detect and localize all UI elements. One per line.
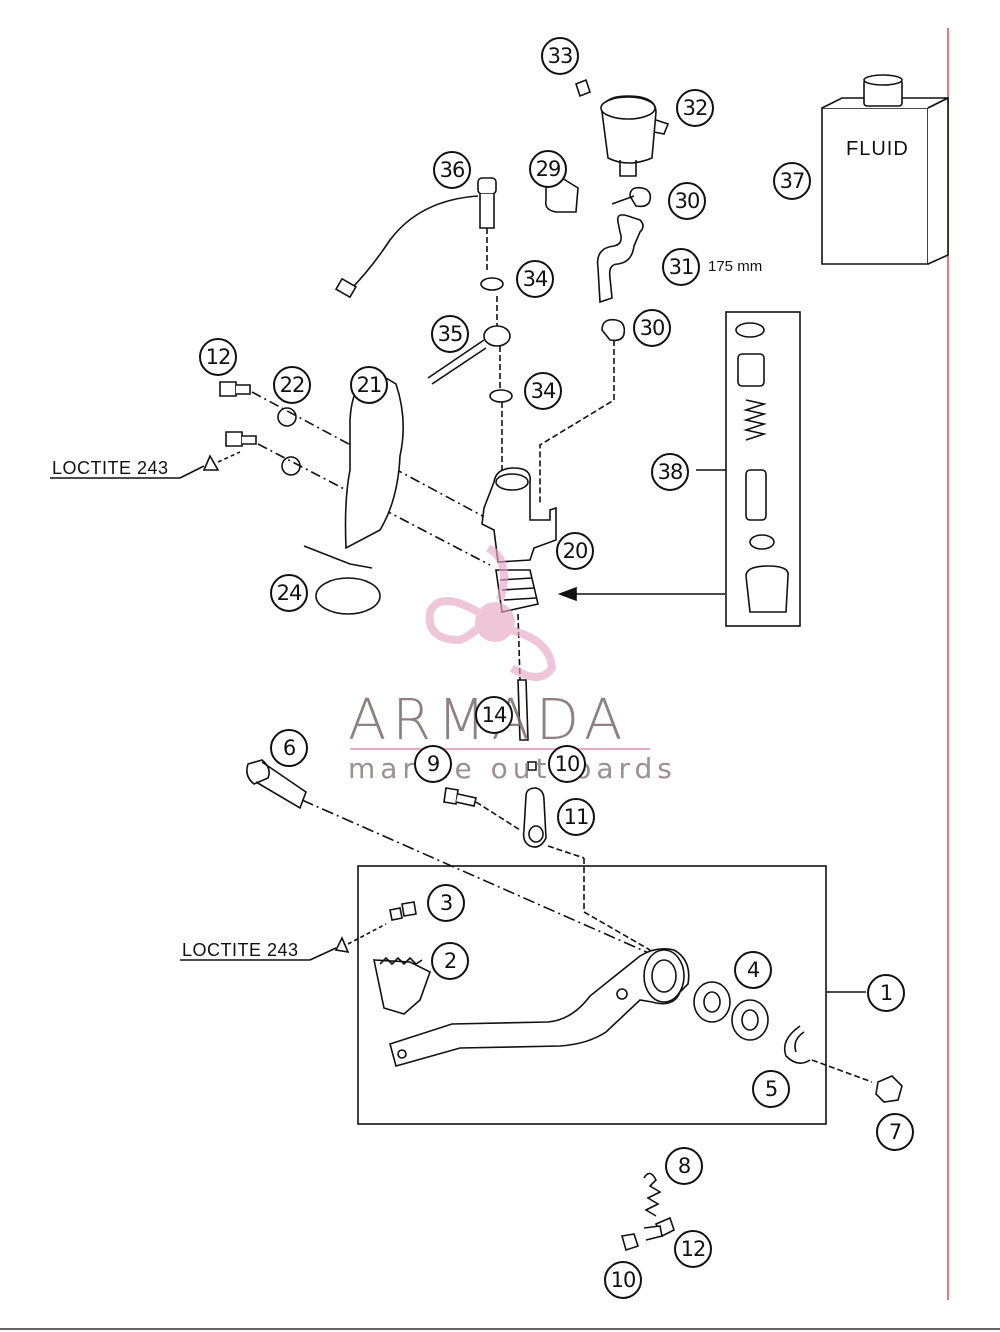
watermark-underline xyxy=(350,748,650,750)
callout-14[interactable]: 14 xyxy=(475,696,513,734)
hose-and-clamps xyxy=(539,186,652,505)
callout-11[interactable]: 11 xyxy=(557,798,595,836)
callout-36[interactable]: 36 xyxy=(433,151,471,189)
callout-34b[interactable]: 34 xyxy=(524,372,562,410)
master-cylinder xyxy=(481,467,557,681)
callout-8[interactable]: 8 xyxy=(665,1147,703,1185)
callout-30b[interactable]: 30 xyxy=(633,309,671,347)
brake-switch xyxy=(334,177,497,299)
callout-6[interactable]: 6 xyxy=(270,729,308,767)
callout-29[interactable]: 29 xyxy=(529,150,567,188)
callout-37[interactable]: 37 xyxy=(773,162,811,200)
watermark-subtitle: marine outboards xyxy=(348,752,677,785)
callout-9[interactable]: 9 xyxy=(414,745,452,783)
callout-20[interactable]: 20 xyxy=(556,532,594,570)
loctite-label-top: LOCTITE 243 xyxy=(52,458,169,478)
callout-35[interactable]: 35 xyxy=(431,315,469,353)
brake-pedal xyxy=(389,948,690,1067)
callout-7[interactable]: 7 xyxy=(876,1113,914,1151)
callout-12b[interactable]: 12 xyxy=(674,1230,712,1268)
callout-1[interactable]: 1 xyxy=(867,974,905,1012)
callout-10a[interactable]: 10 xyxy=(548,745,586,783)
callout-4[interactable]: 4 xyxy=(734,951,772,989)
loctite-label-bottom: LOCTITE 243 xyxy=(182,940,299,960)
washer-34a xyxy=(480,277,504,291)
callout-2[interactable]: 2 xyxy=(431,942,469,980)
step-plate xyxy=(334,901,431,1015)
callout-22[interactable]: 22 xyxy=(273,366,311,404)
callout-34a[interactable]: 34 xyxy=(516,260,554,298)
return-spring xyxy=(620,1172,675,1252)
callout-12a[interactable]: 12 xyxy=(199,338,237,376)
callout-31[interactable]: 31 xyxy=(662,248,700,286)
bearings xyxy=(693,981,903,1103)
clevis-assembly xyxy=(443,761,651,951)
cable-tie xyxy=(303,545,381,615)
callout-38[interactable]: 38 xyxy=(651,453,689,491)
callout-10b[interactable]: 10 xyxy=(604,1261,642,1299)
fluid-bottle xyxy=(821,74,949,265)
reservoir xyxy=(575,78,670,177)
hose-length-label: 175 mm xyxy=(708,258,763,275)
callout-30a[interactable]: 30 xyxy=(668,182,706,220)
callout-3[interactable]: 3 xyxy=(427,884,465,922)
callout-21[interactable]: 21 xyxy=(350,366,388,404)
pedal-box xyxy=(357,865,827,1125)
callout-33[interactable]: 33 xyxy=(541,37,579,75)
pivot-bolt-6 xyxy=(246,759,661,959)
washer-34b xyxy=(489,389,513,403)
fluid-label: FLUID xyxy=(846,138,909,160)
repair-kit-box xyxy=(696,311,801,627)
callout-32[interactable]: 32 xyxy=(676,89,714,127)
callout-24[interactable]: 24 xyxy=(270,574,308,612)
push-rod xyxy=(517,679,529,741)
callout-5[interactable]: 5 xyxy=(752,1070,790,1108)
watermark-logo xyxy=(425,544,557,681)
banjo-fitting xyxy=(427,296,511,480)
